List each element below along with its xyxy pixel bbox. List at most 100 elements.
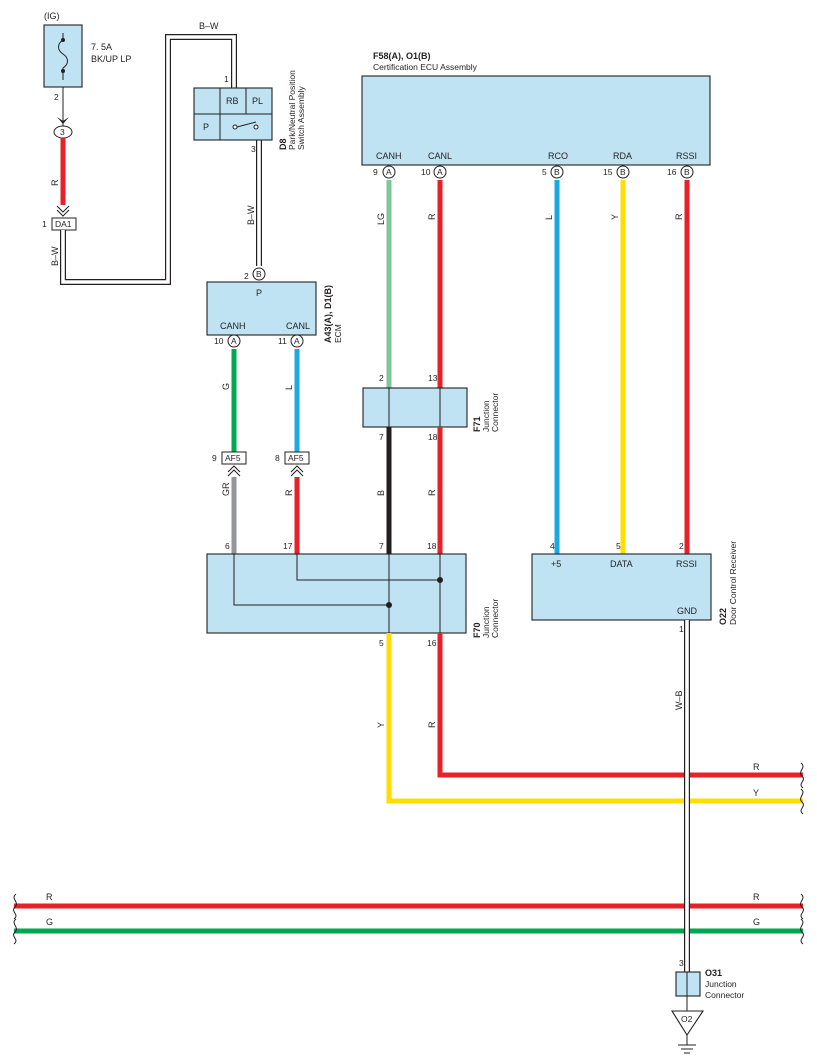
- wire-ecm-canl-label: L: [284, 385, 294, 390]
- wire-canl-label: R: [427, 213, 437, 220]
- splice-arrow-icon: [57, 117, 69, 124]
- f70-name-1: Junction: [481, 606, 491, 638]
- break-icon-bus-g-right: [800, 918, 804, 945]
- cert-ecu-term-rda: RDA: [613, 151, 632, 161]
- wire-fuse-da1-label: R: [50, 179, 60, 186]
- o22-gnd-label: GND: [677, 606, 698, 616]
- wire-bus-r-left-label: R: [46, 892, 53, 902]
- cert-ecu-name: Certification ECU Assembly: [373, 62, 478, 72]
- o22-box: [531, 553, 712, 621]
- o31-name-1: Junction: [705, 979, 737, 989]
- f70-name-2: Connector: [490, 599, 500, 638]
- break-icon-bus-r-right: [800, 893, 804, 920]
- o31-name-2: Connector: [705, 990, 744, 1000]
- break-icon-bus-g-left: [13, 918, 17, 945]
- f71-pin-bottom-2: 18: [428, 432, 438, 442]
- af5-label-1: AF5: [225, 453, 241, 463]
- f70-internal-links: [233, 554, 441, 633]
- fuse-terminal-top: [61, 38, 65, 42]
- f71-junction: 2 13 7 18 F71 Junction Connector: [362, 373, 500, 442]
- ecm-pin-2: 11: [278, 336, 287, 346]
- o22-code: O22: [718, 608, 728, 625]
- cert-ecu-terminals: A 9 A 10 B 5 B 15 B 16: [373, 165, 694, 179]
- f70-pin-top-4: 18: [427, 541, 437, 551]
- ecm-code: A43(A), D1(B): [323, 285, 333, 343]
- wire-run-r-label: R: [753, 762, 760, 772]
- d8-pin-bottom: 3: [251, 144, 256, 154]
- cert-ecu-box: [361, 75, 711, 166]
- o22-name: Door Control Receiver: [728, 541, 738, 625]
- fuse-pin: 2: [54, 92, 59, 102]
- wire-rssi-label: R: [674, 213, 684, 220]
- break-icon-r: [800, 762, 804, 789]
- d8-cell-rb: RB: [226, 96, 239, 106]
- ground-label: O2: [681, 1014, 693, 1024]
- ecm-p-label: P: [256, 288, 262, 298]
- o31-pin: 3: [679, 958, 684, 968]
- fuse-title: (IG): [44, 11, 60, 21]
- wire-gnd-label: W–B: [674, 690, 684, 710]
- fuse-name: BK/UP LP: [91, 54, 131, 64]
- d8-pin-top: 1: [224, 74, 229, 84]
- ground-icon: [671, 1010, 705, 1054]
- cert-ecu-term-canh: CANH: [376, 151, 402, 161]
- af5-connector-1: [221, 451, 247, 465]
- cert-ecu-term-rco: RCO: [548, 151, 568, 161]
- o22-door-control-receiver: 4 5 2 +5 DATA RSSI GND 1 O22 Door Contro…: [531, 541, 738, 634]
- ecm-conn-2: A: [294, 336, 300, 346]
- cert-ecu-conn-3: B: [554, 167, 560, 177]
- wire-run-r: [437, 633, 803, 778]
- f70-box: [206, 553, 467, 634]
- o22-pin-2: 5: [616, 541, 621, 551]
- wire-rda-label: Y: [610, 214, 620, 220]
- wire-bus-g-left-label: G: [46, 917, 53, 927]
- switch-contact-icon: [232, 121, 259, 130]
- f71-code: F71: [472, 416, 482, 432]
- d8-switch: 1 RB PL P 3 D8 Park/Neutral Position Swi…: [193, 70, 306, 154]
- fuse-icon: [58, 33, 68, 80]
- wire-af5-gr-label: GR: [221, 482, 231, 496]
- f71-pin-top-1: 2: [379, 373, 384, 383]
- wire-run-y-label: Y: [753, 788, 759, 798]
- af5-arrow-icon-1: [227, 465, 241, 477]
- d8-name-1: Park/Neutral Position: [287, 70, 297, 150]
- o22-gnd-pin: 1: [679, 624, 684, 634]
- wire-bw-top-label: B–W: [199, 21, 219, 31]
- cert-ecu-conn-5: B: [684, 167, 690, 177]
- fuse-block: (IG) 7. 5A BK/UP LP 2: [43, 11, 131, 102]
- cert-ecu-conn-2: A: [437, 167, 443, 177]
- cert-ecu-pin-2: 10: [421, 167, 431, 177]
- f70-node-2: [437, 577, 443, 583]
- o22-label-2: DATA: [610, 559, 633, 569]
- ecm-p-terminal: [252, 267, 266, 281]
- cert-ecu-conn-1: A: [386, 167, 392, 177]
- f70-pin-top-2: 17: [283, 541, 293, 551]
- ecm-box: [206, 281, 317, 336]
- af5-pin-2: 8: [275, 453, 280, 463]
- cert-ecu-pin-1: 9: [373, 167, 378, 177]
- wire-bus-r-right-label: R: [753, 892, 760, 902]
- ecm-term-canh: CANH: [220, 321, 246, 331]
- o22-label-1: +5: [551, 559, 561, 569]
- o22-pin-1: 4: [550, 541, 555, 551]
- ecm-term-canl: CANL: [286, 321, 310, 331]
- ecm-name: ECM: [333, 324, 343, 343]
- wire-f71-b-label: B: [376, 490, 386, 496]
- f70-node-1: [386, 602, 392, 608]
- f71-name-1: Junction: [481, 400, 491, 432]
- da1-pin: 1: [42, 219, 47, 229]
- cert-ecu-term-canl: CANL: [428, 151, 452, 161]
- o22-label-3: RSSI: [676, 559, 697, 569]
- f71-pin-top-2: 13: [428, 373, 438, 383]
- cert-ecu-pin-5: 16: [667, 167, 677, 177]
- fuse-terminal-bottom: [61, 69, 65, 73]
- cert-ecu-pin-4: 15: [603, 167, 613, 177]
- cert-ecu-term-rssi: RSSI: [676, 151, 697, 161]
- ecm-terminals: A 10 A 11: [214, 334, 304, 348]
- wire-f70-r-label: R: [427, 721, 437, 728]
- ecm: 2 P CANH CANL A43(A), D1(B) ECM: [206, 271, 343, 343]
- break-icon-bus-r-left: [13, 893, 17, 920]
- f71-name-2: Connector: [490, 393, 500, 432]
- o31-junction: 3 O31 Junction Connector: [675, 958, 744, 1000]
